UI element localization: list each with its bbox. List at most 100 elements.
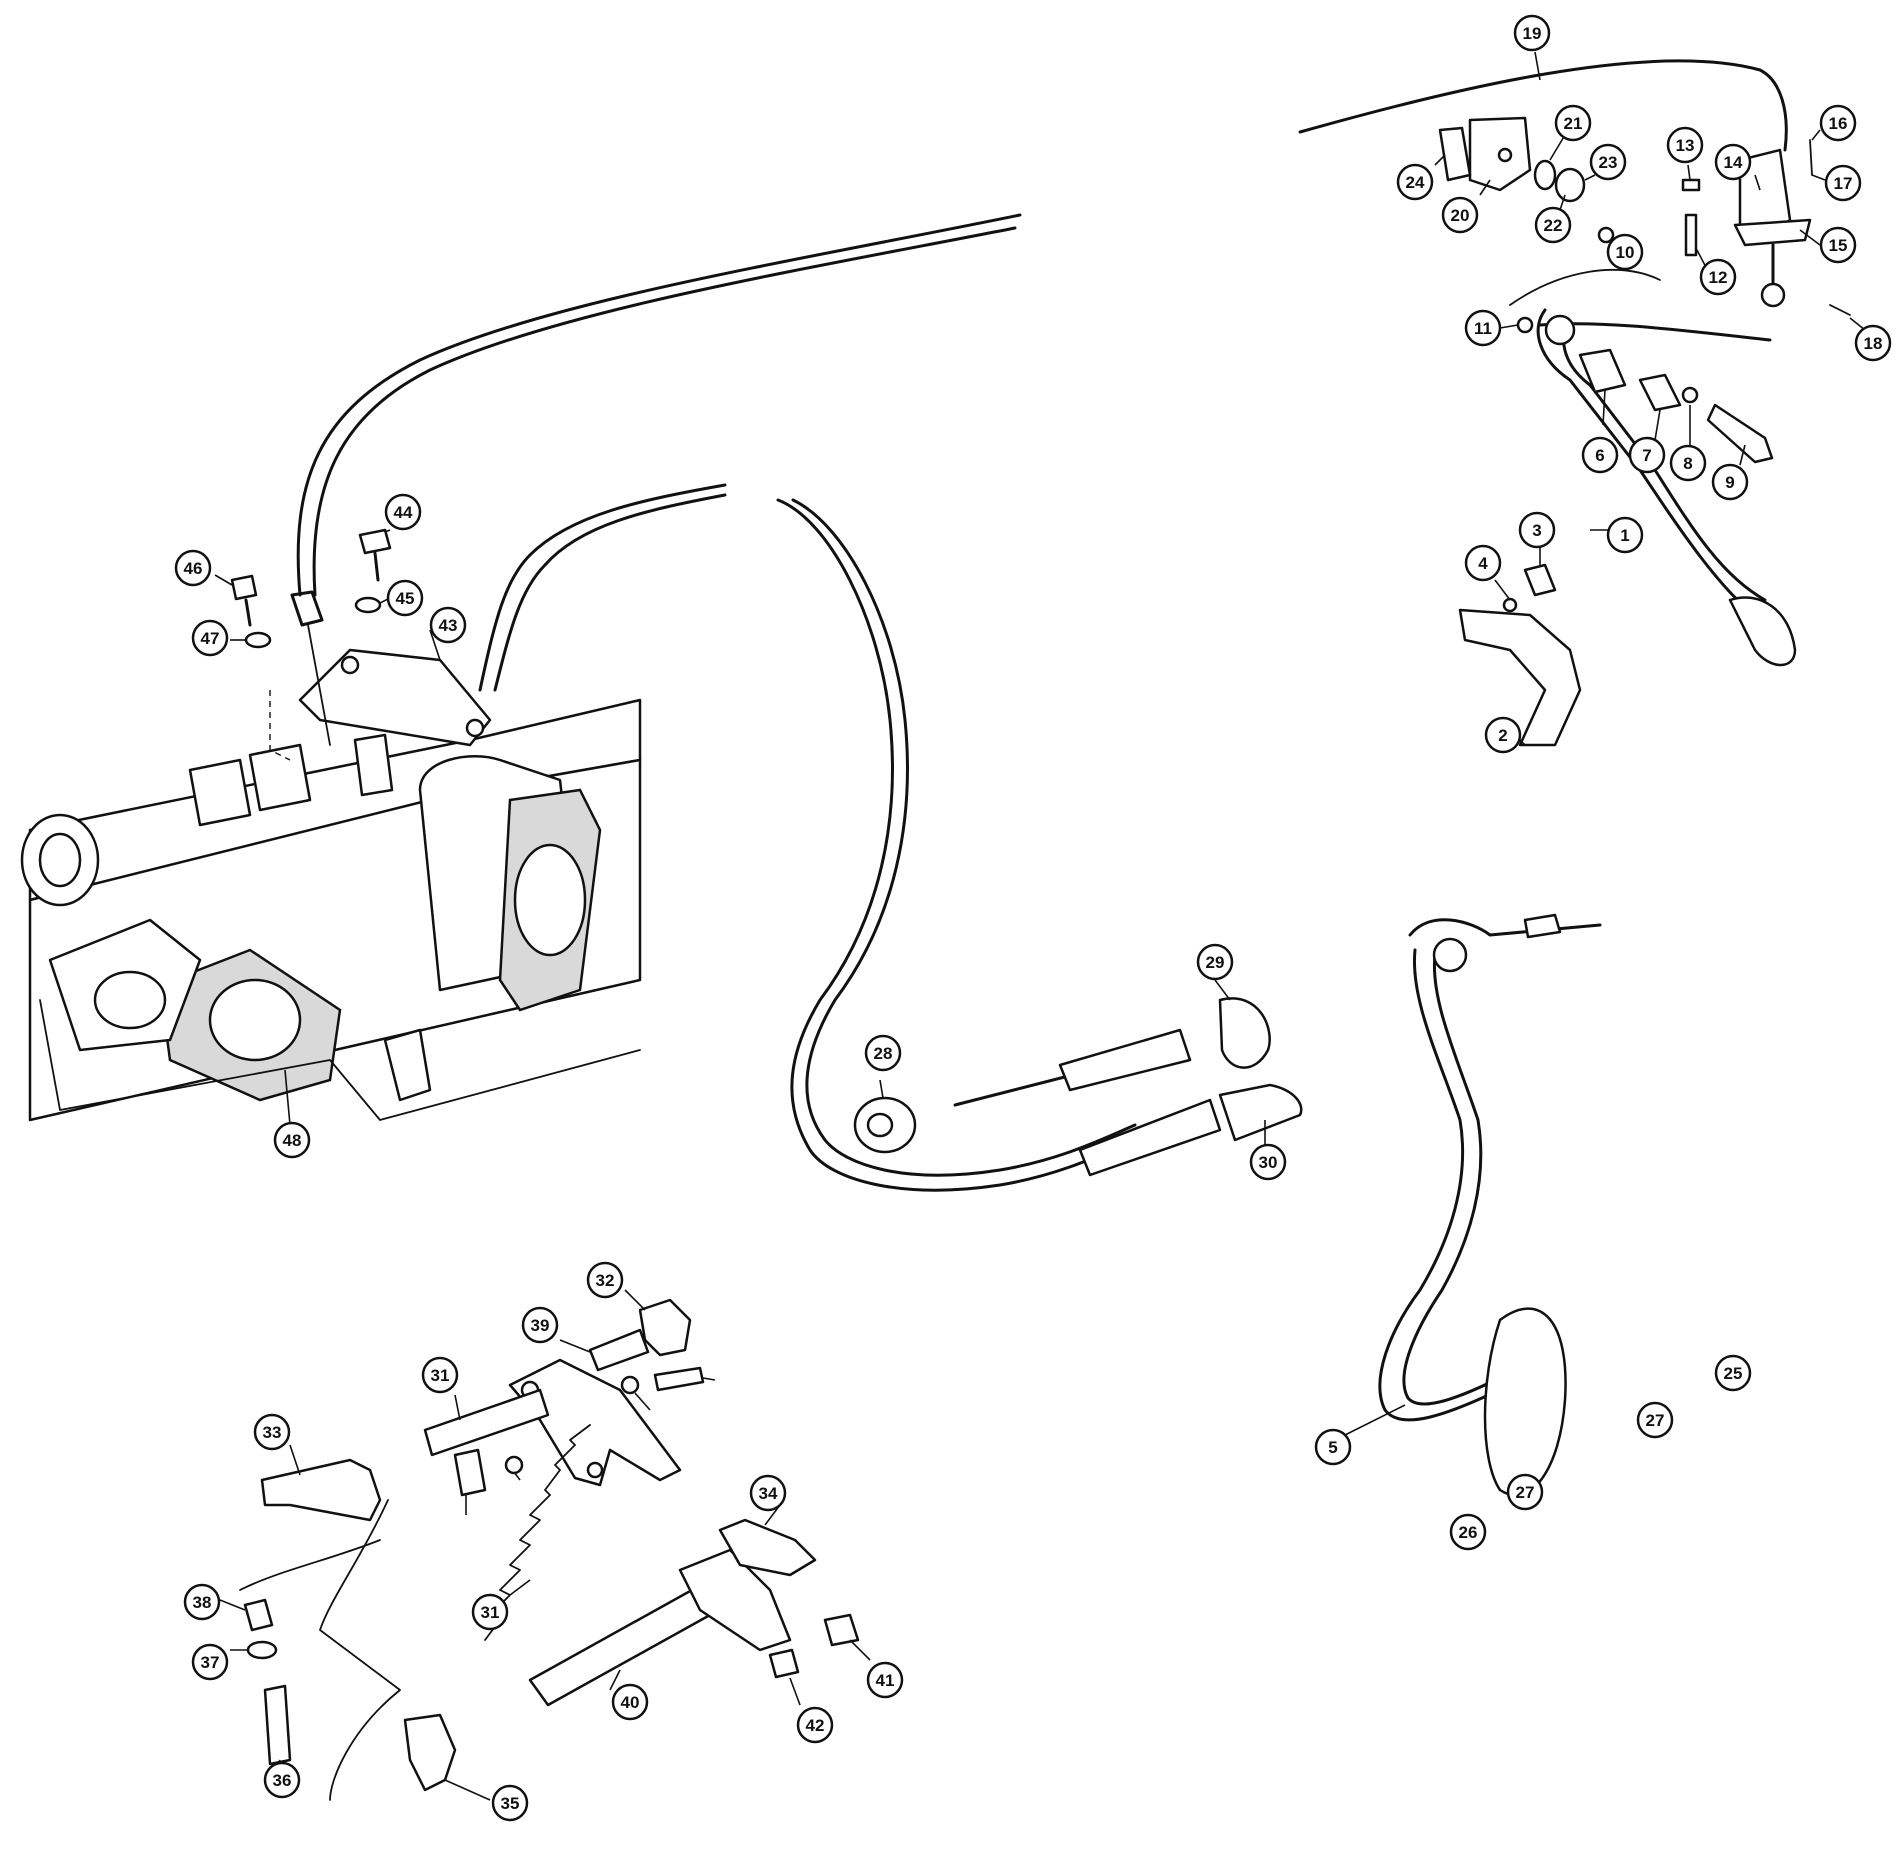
callout-21: 21 (1554, 104, 1592, 142)
leader-28 (879, 1079, 884, 1099)
callout-label: 7 (1642, 446, 1651, 465)
callout-ring (253, 1413, 291, 1451)
callout-22: 22 (1534, 206, 1572, 244)
leader-32 (624, 1289, 646, 1311)
bracket-43-hole-a (340, 655, 360, 675)
callout-label: 43 (439, 616, 458, 635)
callout-ring (491, 1784, 529, 1822)
leader-13 (1687, 164, 1691, 181)
leader-25 (702, 1377, 716, 1381)
callout-label: 25 (1724, 1364, 1743, 1383)
callout-ring (1606, 516, 1644, 554)
callout-ring (191, 619, 229, 657)
nut-23 (1554, 167, 1586, 203)
screw-3 (1523, 563, 1557, 597)
callout-27: 27 (1636, 1401, 1674, 1439)
callout-ring (1534, 206, 1572, 244)
accelerator-cable-outer (296, 213, 1022, 597)
callout-label: 13 (1676, 136, 1695, 155)
callout-14: 14 (1714, 143, 1752, 181)
pedal-assembly-upper (1298, 59, 1851, 747)
callout-28: 28 (864, 1034, 902, 1072)
choke-cable-upper (478, 483, 727, 692)
cable-clamp (353, 733, 394, 797)
callout-label: 26 (1459, 1523, 1478, 1542)
callout-label: 10 (1616, 243, 1635, 262)
leader-27b (513, 1471, 521, 1481)
callout-ring (1581, 436, 1619, 474)
callout-ring (1554, 104, 1592, 142)
callout-label: 31 (481, 1603, 500, 1622)
leader-15 (1799, 229, 1821, 246)
callout-2: 2 (1484, 716, 1522, 754)
callout-label: 27 (1516, 1483, 1535, 1502)
callout-10: 10 (1606, 233, 1644, 271)
linkage-assembly (239, 1298, 860, 1801)
leader-48 (284, 1069, 291, 1126)
callout-ring (386, 579, 424, 617)
leader-44 (384, 529, 391, 533)
pedal-5-pivot (1432, 937, 1468, 973)
callout-ring (864, 1034, 902, 1072)
lever-33 (260, 1458, 382, 1522)
callout-label: 47 (201, 629, 220, 648)
pedal-5-stop (1523, 913, 1562, 939)
callout-label: 14 (1724, 153, 1743, 172)
callout-label: 30 (1259, 1153, 1278, 1172)
callout-label: 46 (184, 559, 203, 578)
leader-4 (1494, 579, 1511, 601)
callout-ring (796, 1706, 834, 1744)
leader-41 (849, 1639, 871, 1661)
callout-ring (471, 1593, 509, 1631)
callout-ring (429, 606, 467, 644)
callout-12: 12 (1699, 258, 1737, 296)
part-11 (1516, 316, 1534, 334)
callout-34: 34 (749, 1474, 787, 1512)
bush-7 (1638, 373, 1682, 412)
cable-19 (1298, 59, 1788, 152)
lever-32 (638, 1298, 692, 1357)
callout-44: 44 (384, 493, 422, 531)
callout-label: 3 (1532, 521, 1541, 540)
callout-label: 11 (1474, 319, 1492, 338)
callout-11: 11 (1464, 309, 1502, 347)
bolt-9 (1706, 403, 1774, 464)
leader-27a (634, 1392, 651, 1411)
callout-32: 32 (586, 1261, 624, 1299)
callout-3: 3 (1518, 511, 1556, 549)
stud-36 (263, 1684, 292, 1766)
callout-label: 5 (1328, 1438, 1337, 1457)
curve-guide (1509, 269, 1661, 306)
callout-ring (1484, 716, 1522, 754)
leader-29 (1214, 979, 1231, 1001)
choke-knob-29 (1218, 997, 1271, 1069)
cable-ferrule (290, 590, 324, 627)
leader-22 (1559, 194, 1566, 211)
plate-39 (508, 1358, 682, 1487)
callout-label: 8 (1683, 454, 1692, 473)
shaft-31 (423, 1388, 550, 1457)
pull-handle-30 (1218, 1083, 1303, 1142)
callout-ring (183, 1583, 221, 1621)
callout-ring (1196, 943, 1234, 981)
callout-label: 39 (531, 1316, 550, 1335)
callout-41: 41 (866, 1661, 904, 1699)
plate-15 (1733, 218, 1812, 247)
callout-ring (1518, 511, 1556, 549)
washer-21 (1533, 159, 1557, 191)
callout-ring (1513, 14, 1551, 52)
callout-ring (1589, 143, 1627, 181)
callout-ring (586, 1261, 624, 1299)
callout-ring (1441, 196, 1479, 234)
callout-ring (1854, 324, 1892, 362)
callout-ring (1636, 1401, 1674, 1439)
callout-label: 4 (1478, 554, 1488, 573)
leader-9 (1739, 444, 1746, 466)
leader-23 (1584, 174, 1596, 181)
leader-6 (1602, 389, 1606, 426)
callout-27: 27 (1506, 1473, 1544, 1511)
flange-bore (513, 843, 587, 957)
callout-9: 9 (1711, 463, 1749, 501)
